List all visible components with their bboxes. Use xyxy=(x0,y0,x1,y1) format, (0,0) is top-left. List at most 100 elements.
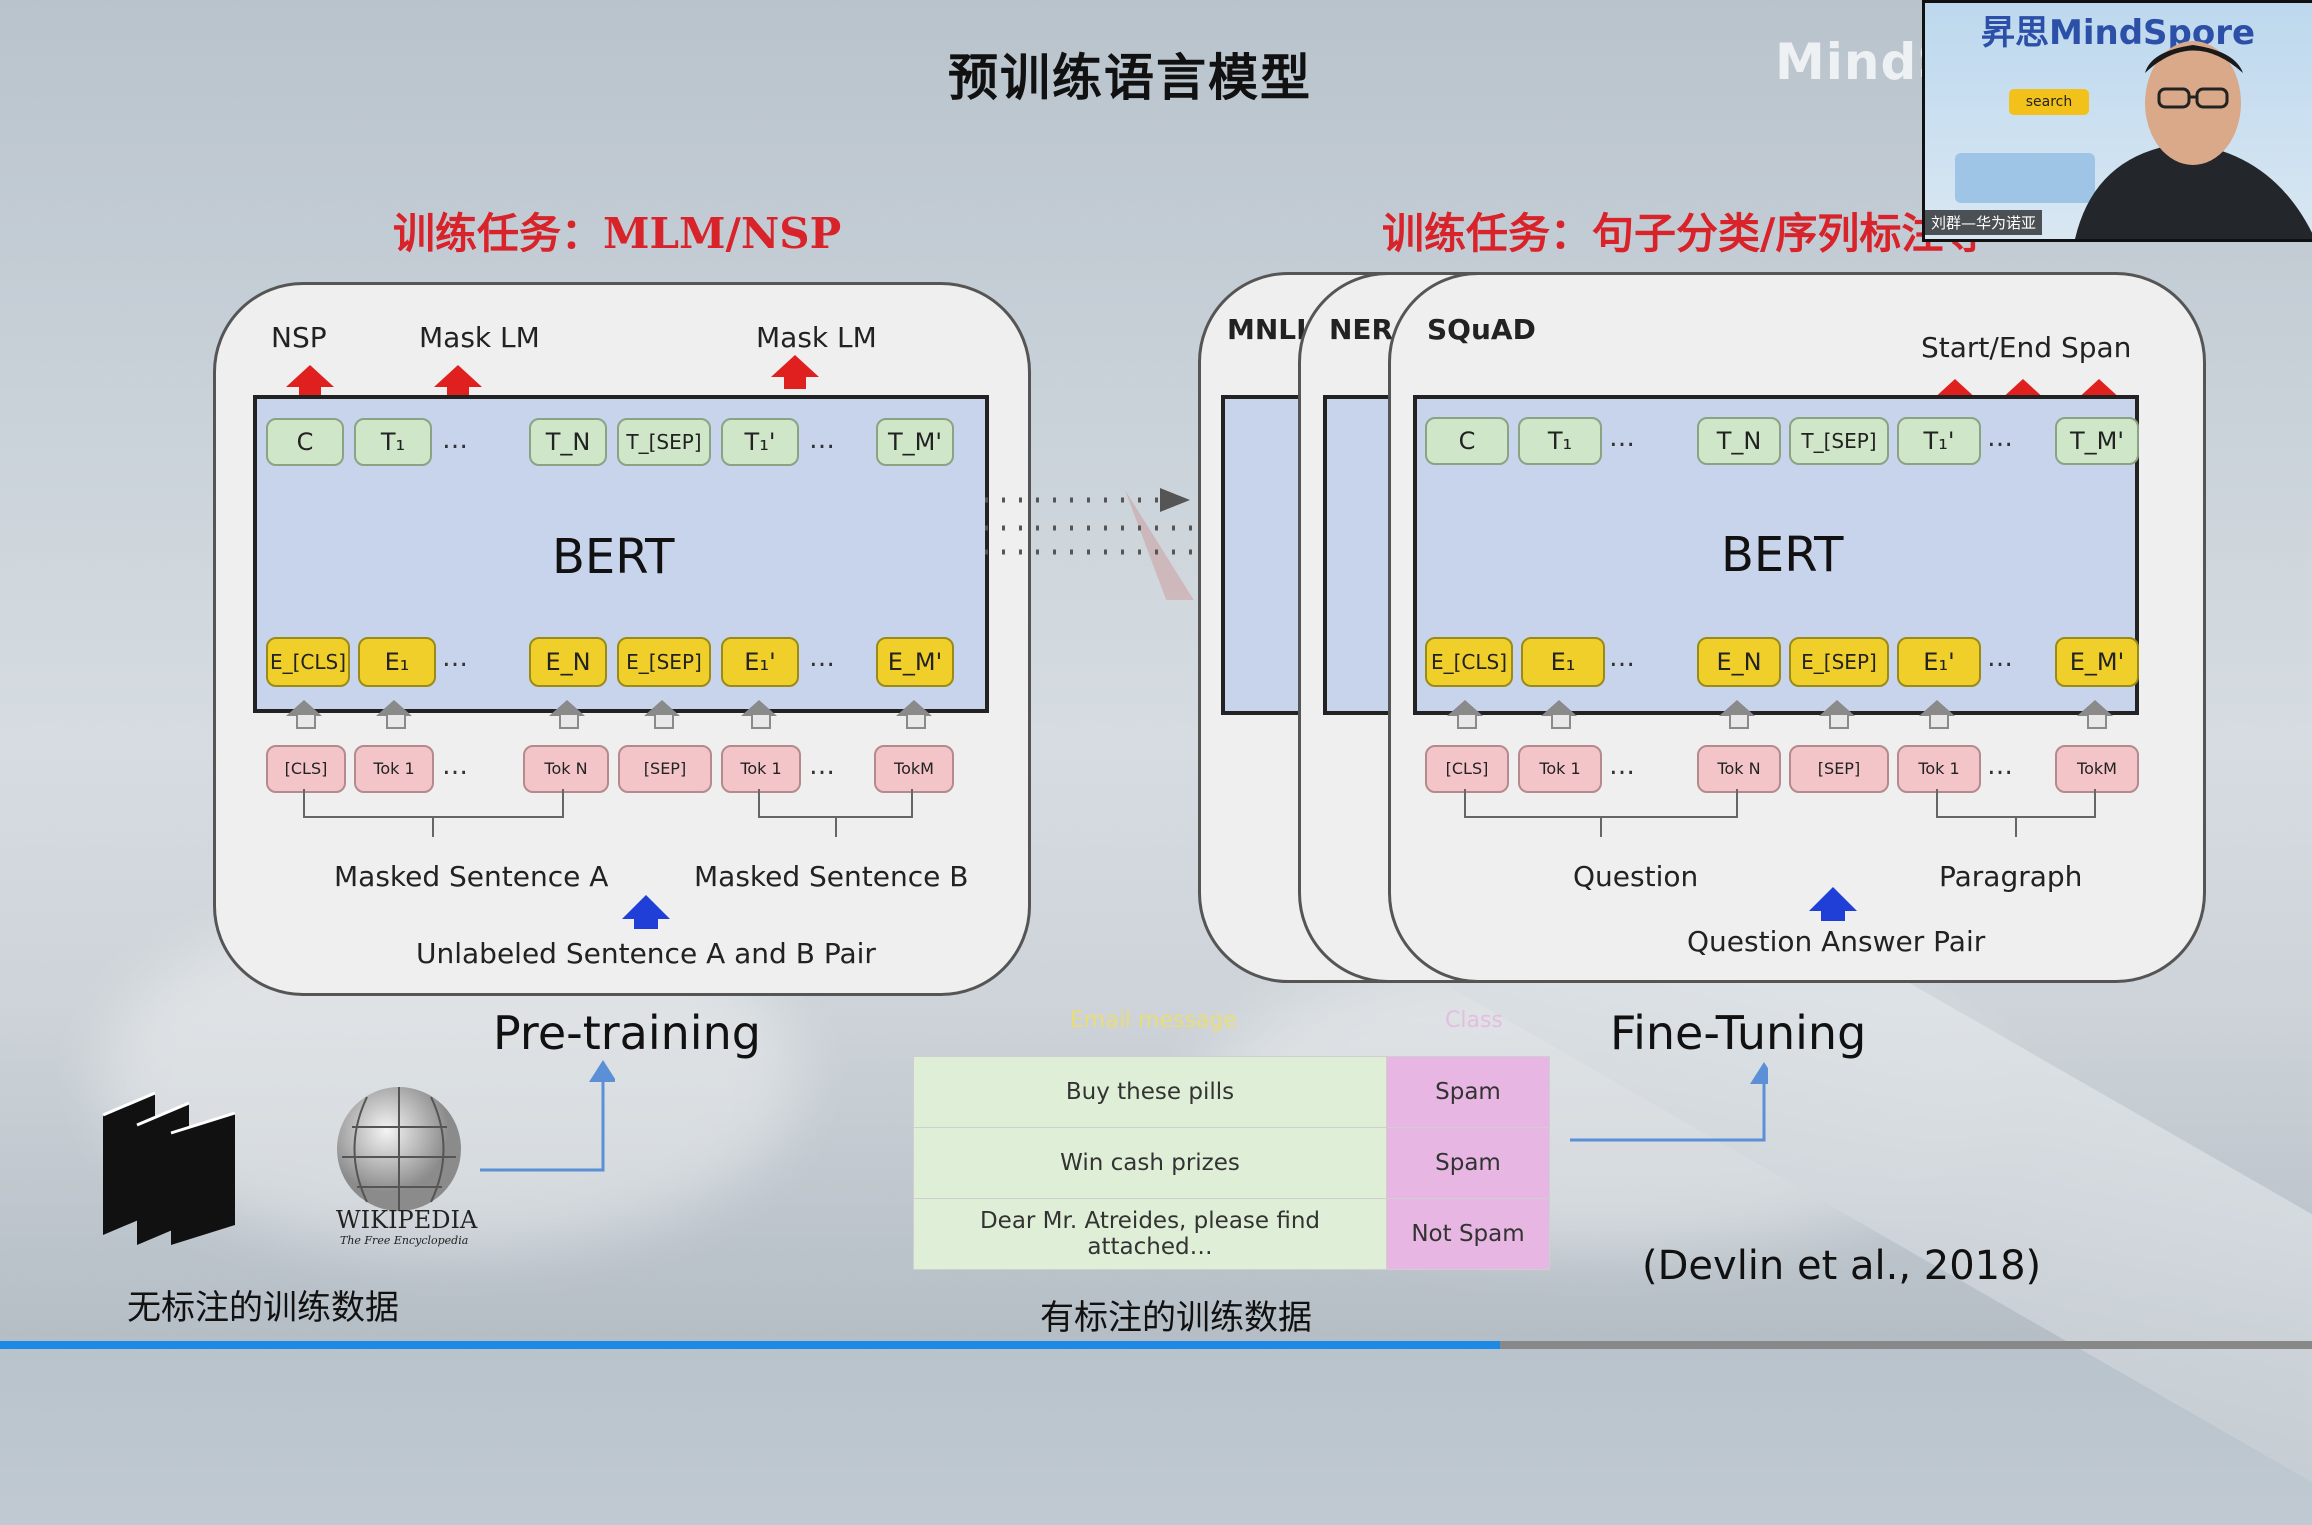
qa-pair-label: Question Answer Pair xyxy=(1687,925,1986,958)
citation: (Devlin et al., 2018) xyxy=(1642,1243,2042,1289)
presenter-name: 刘群—华为诺亚 xyxy=(1925,210,2043,235)
up-arrow-grey xyxy=(376,700,412,729)
up-arrow-grey xyxy=(2077,700,2113,729)
masked-sentence-a: Masked Sentence A xyxy=(334,860,609,893)
input-token: Tok 1 xyxy=(721,745,801,793)
labeled-data-caption: 有标注的训练数据 xyxy=(1040,1298,1312,1338)
pretraining-caption: Pre-training xyxy=(493,1006,761,1060)
class-cell: Spam xyxy=(1386,1127,1550,1199)
embedding-token: E₁ xyxy=(1521,637,1605,687)
up-arrow-red xyxy=(771,355,819,389)
table-row: Buy these pills Spam xyxy=(913,1056,1550,1128)
embedding-token: E_N xyxy=(1697,637,1781,687)
input-token: Tok 1 xyxy=(1518,745,1602,793)
grouping-brackets xyxy=(303,789,913,837)
embedding-token: E_M' xyxy=(876,637,954,687)
up-arrow-grey xyxy=(286,700,322,729)
up-arrow-grey xyxy=(1919,700,1955,729)
up-arrow-grey xyxy=(1447,700,1483,729)
up-arrow-grey xyxy=(644,700,680,729)
slide-title: 预训练语言模型 xyxy=(948,49,1312,107)
progress-fill xyxy=(0,1341,1500,1349)
ellipsis: … xyxy=(1987,643,2013,673)
ellipsis: … xyxy=(809,643,835,673)
tab-mnli: MNLI xyxy=(1227,313,1307,346)
embedding-token: E_[CLS] xyxy=(1425,637,1513,687)
output-token: C xyxy=(1425,417,1509,465)
input-token: [CLS] xyxy=(1425,745,1509,793)
output-token: T_N xyxy=(1697,417,1781,465)
video-progress-bar[interactable] xyxy=(0,1341,2312,1349)
output-token: T₁ xyxy=(1518,417,1602,465)
ellipsis: … xyxy=(442,751,468,781)
embedding-token: E_N xyxy=(529,637,607,687)
up-arrow-grey xyxy=(1819,700,1855,729)
webcam-search: search xyxy=(2009,89,2089,115)
sentence-pair-label: Unlabeled Sentence A and B Pair xyxy=(416,937,876,970)
message-cell: Buy these pills xyxy=(913,1056,1387,1128)
ellipsis: … xyxy=(1609,643,1635,673)
head-nsp: NSP xyxy=(271,321,327,354)
ellipsis: … xyxy=(1609,423,1635,453)
wikipedia-tagline: The Free Encyclopedia xyxy=(340,1234,469,1247)
embedding-token: E₁' xyxy=(721,637,799,687)
class-cell: Spam xyxy=(1386,1056,1550,1128)
output-token: T_[SEP] xyxy=(617,418,711,466)
webcam-overlay: 昇思MindSpore search 刘群—华为诺亚 xyxy=(1922,0,2312,242)
input-token: TokM xyxy=(2055,745,2139,793)
embedding-token: E₁ xyxy=(358,637,436,687)
presenter-avatar xyxy=(2075,41,2312,239)
up-arrow-grey xyxy=(741,700,777,729)
arrow-to-finetuning xyxy=(1570,1062,1768,1142)
embedding-token: E_[SEP] xyxy=(1789,637,1889,687)
output-token: T_M' xyxy=(876,418,954,466)
class-cell: Not Spam xyxy=(1386,1198,1550,1270)
question-label: Question xyxy=(1573,860,1699,893)
table-header-message: Email message xyxy=(1070,1008,1237,1033)
head-mask-lm-2: Mask LM xyxy=(756,321,877,354)
input-token: Tok 1 xyxy=(1897,745,1981,793)
up-arrow-grey xyxy=(549,700,585,729)
input-token: Tok 1 xyxy=(354,745,434,793)
up-arrow-grey xyxy=(1719,700,1755,729)
message-cell: Dear Mr. Atreides, please find attached… xyxy=(913,1198,1387,1270)
spam-table: Buy these pills Spam Win cash prizes Spa… xyxy=(913,1056,1550,1270)
wikipedia-globe-icon xyxy=(337,1087,461,1211)
table-row: Dear Mr. Atreides, please find attached…… xyxy=(913,1198,1550,1270)
wikipedia-wordmark: WIKIPEDIA xyxy=(336,1206,478,1234)
embedding-token: E_[CLS] xyxy=(266,637,350,687)
input-token: Tok N xyxy=(523,745,609,793)
grouping-brackets xyxy=(1464,789,2096,837)
output-token: T₁' xyxy=(721,418,799,466)
finetuning-panel: SQuAD Start/End Span BERT C T₁ … T_N T_[… xyxy=(1388,272,2206,983)
bert-label: BERT xyxy=(552,529,675,585)
pretraining-panel: NSP Mask LM Mask LM BERT C T₁ … T_N T_[S… xyxy=(213,282,1031,996)
output-token: T_[SEP] xyxy=(1789,417,1889,465)
table-header-class: Class xyxy=(1445,1008,1503,1033)
output-token: T_N xyxy=(529,418,607,466)
head-start-end-span: Start/End Span xyxy=(1921,331,2132,364)
ellipsis: … xyxy=(1987,423,2013,453)
up-arrow-blue xyxy=(622,895,670,929)
input-token: TokM xyxy=(874,745,954,793)
ellipsis: … xyxy=(1609,751,1635,781)
books-icon xyxy=(102,1091,236,1245)
tab-ner: NER xyxy=(1329,313,1394,346)
input-token: [CLS] xyxy=(266,745,346,793)
embedding-token: E_[SEP] xyxy=(617,637,711,687)
input-token: [SEP] xyxy=(618,745,712,793)
left-task-title: 训练任务：MLM/NSP xyxy=(393,209,842,258)
table-row: Win cash prizes Spam xyxy=(913,1127,1550,1199)
paragraph-label: Paragraph xyxy=(1939,860,2083,893)
ellipsis: … xyxy=(809,751,835,781)
webcam-bg-graphic xyxy=(1955,153,2095,203)
output-token: T₁ xyxy=(354,418,432,466)
unlabeled-data-caption: 无标注的训练数据 xyxy=(127,1288,399,1328)
ellipsis: … xyxy=(442,643,468,673)
head-mask-lm-1: Mask LM xyxy=(419,321,540,354)
masked-sentence-b: Masked Sentence B xyxy=(694,860,969,893)
embedding-token: E_M' xyxy=(2055,637,2139,687)
output-token: T₁' xyxy=(1897,417,1981,465)
embedding-token: E₁' xyxy=(1897,637,1981,687)
ellipsis: … xyxy=(442,425,468,455)
